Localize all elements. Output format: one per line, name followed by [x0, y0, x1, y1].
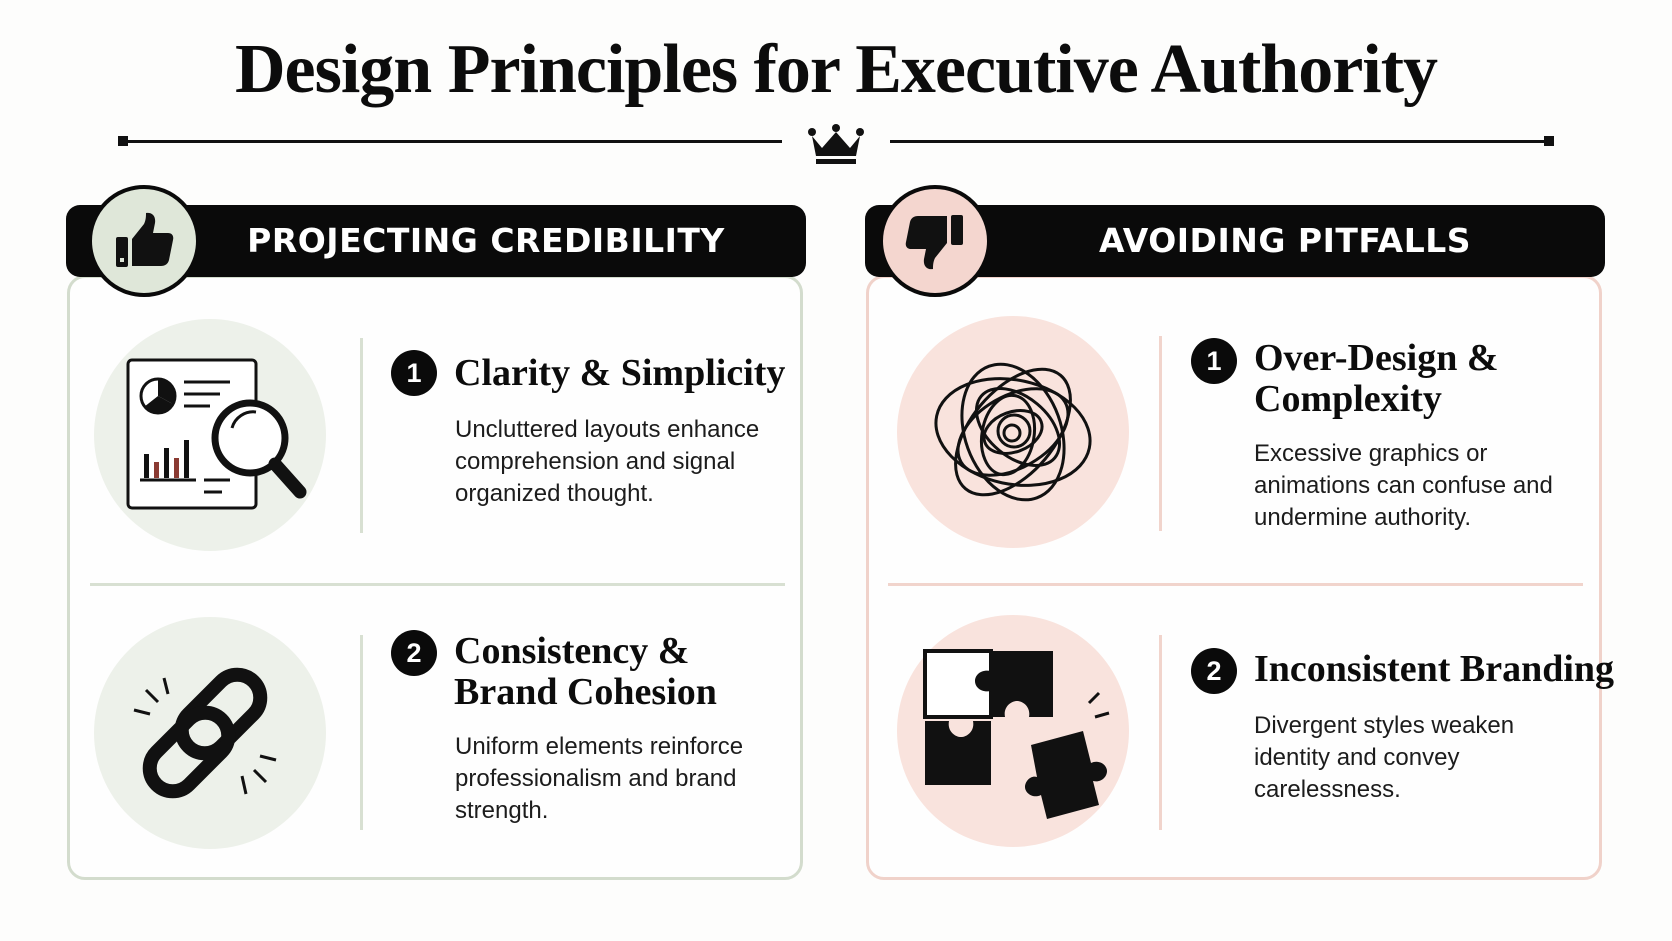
- crown-icon: [808, 124, 864, 164]
- puzzle-pieces-icon: [923, 649, 1110, 819]
- item-title: Complexity: [1254, 378, 1442, 420]
- item-divider: [1159, 635, 1162, 830]
- credibility-header-label: PROJECTING CREDIBILITY: [247, 221, 725, 260]
- thumbs-up-icon: [116, 212, 174, 267]
- item-divider: [1159, 336, 1162, 531]
- thumbs-down-icon: [905, 215, 963, 270]
- item-divider: [360, 635, 363, 830]
- scribble-icon: [934, 362, 1092, 502]
- item-title: Brand Cohesion: [454, 671, 717, 713]
- item-number-badge: 2: [1191, 648, 1237, 694]
- item-description: Uniform elements reinforce professionali…: [455, 733, 744, 824]
- item-description: Uncluttered layouts enhance comprehensio…: [455, 416, 760, 507]
- title-rule-right: [890, 140, 1548, 143]
- pitfalls-header-label: AVOIDING PITFALLS: [1098, 221, 1472, 260]
- chain-icon-circle: [94, 617, 326, 849]
- chain-link-icon: [133, 667, 277, 799]
- item-number-badge: 2: [391, 630, 437, 676]
- item-title: Inconsistent Branding: [1254, 648, 1615, 690]
- section-divider: [90, 583, 785, 586]
- section-divider: [888, 583, 1583, 586]
- item-number-badge: 1: [391, 350, 437, 396]
- item-title: Over-Design &: [1254, 337, 1499, 379]
- item-divider: [360, 338, 363, 533]
- report-magnifier-icon: [126, 358, 307, 510]
- item-description: Divergent styles weaken identity and con…: [1254, 712, 1515, 803]
- report-icon-circle: [94, 319, 326, 551]
- title-rule-left: [124, 140, 782, 143]
- item-title: Consistency &: [454, 630, 690, 672]
- rule-cap-left: [118, 136, 128, 146]
- item-number-badge: 1: [1191, 338, 1237, 384]
- page-title: Design Principles for Executive Authorit…: [234, 31, 1438, 108]
- thumbs-down-badge: [879, 185, 991, 297]
- puzzle-icon-circle: [897, 615, 1129, 847]
- item-title: Clarity & Simplicity: [454, 352, 786, 394]
- scribble-icon-circle: [897, 316, 1129, 548]
- thumbs-up-badge: [88, 185, 200, 297]
- rule-cap-right: [1544, 136, 1554, 146]
- item-description: Excessive graphics or animations can con…: [1254, 440, 1553, 531]
